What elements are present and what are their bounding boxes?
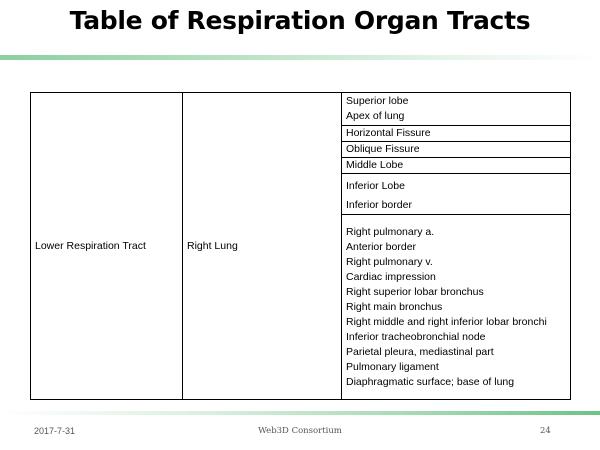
structure-item: Inferior border — [346, 198, 412, 211]
page-number: 24 — [540, 426, 551, 436]
footer-date: 2017-7-31 — [34, 426, 76, 436]
structure-item: Anterior border — [346, 240, 417, 253]
structure-cell: Oblique Fissure — [341, 141, 571, 158]
table-row: Inferior Lobe Inferior border — [31, 173, 571, 215]
structure-item: Cardiac impression — [346, 270, 436, 283]
structure-cell: Horizontal Fissure — [341, 125, 571, 142]
structure-item: Parietal pleura, mediastinal part — [346, 345, 494, 358]
table-row: Right pulmonary a. Anterior border Right… — [31, 214, 571, 400]
footer-organization: Web3D Consortium — [258, 426, 342, 436]
structure-item: Apex of lung — [346, 110, 405, 122]
slide-title: Table of Respiration Organ Tracts — [69, 6, 531, 35]
table-row: Lower Respiration Tract Right Lung Super… — [30, 92, 571, 400]
bottom-divider — [0, 411, 600, 415]
structure-cell: Superior lobe Apex of lung — [341, 92, 571, 126]
structure-item: Superior lobe — [346, 95, 409, 107]
structure-item: Inferior Lobe — [346, 179, 405, 192]
structure-item: Middle Lobe — [346, 159, 404, 171]
structure-item: Right middle and right inferior lobar br… — [346, 315, 547, 328]
organ-cell: Right Lung — [182, 92, 342, 400]
region-cell: Lower Respiration Tract — [30, 92, 183, 400]
structure-item: Inferior tracheobronchial node — [346, 330, 486, 343]
structure-item: Oblique Fissure — [346, 143, 420, 155]
structure-item: Horizontal Fissure — [346, 127, 431, 139]
structure-cell: Right pulmonary a. Anterior border Right… — [341, 214, 571, 400]
structure-item: Diaphragmatic surface; base of lung — [346, 375, 515, 388]
structure-item: Right pulmonary v. — [346, 255, 433, 268]
organ-table: Lower Respiration Tract Right Lung Super… — [30, 92, 571, 400]
structure-item: Right main bronchus — [346, 300, 443, 313]
structure-cell: Inferior Lobe Inferior border — [341, 173, 571, 215]
structure-item: Right superior lobar bronchus — [346, 285, 484, 298]
structure-item: Pulmonary ligament — [346, 360, 439, 373]
top-divider — [0, 55, 600, 60]
structure-cell: Middle Lobe — [341, 157, 571, 174]
structure-item: Right pulmonary a. — [346, 225, 435, 238]
